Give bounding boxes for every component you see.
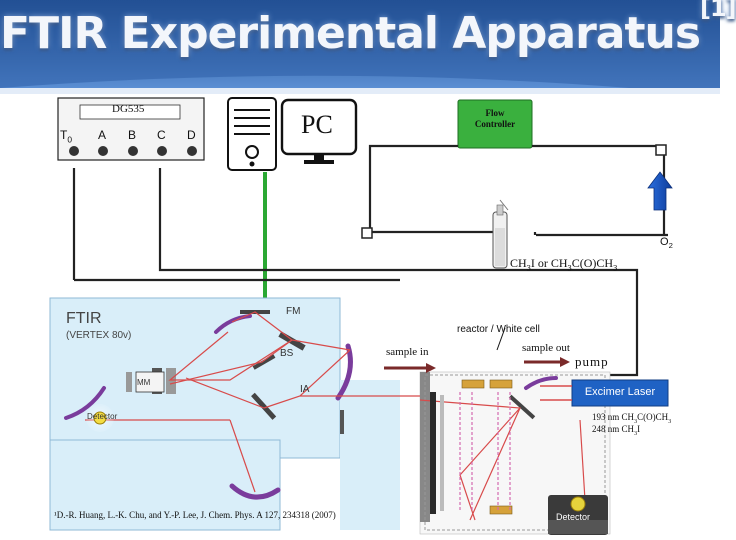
page-title: FTIR Experimental Apparatus[1] [0,0,736,59]
pc-label: PC [301,110,333,139]
computer-tower [227,97,277,171]
sample-out-label: sample out [522,342,570,354]
flow-controller-box [457,99,533,149]
dg535-model: DG535 [112,103,145,115]
o2-label: O2 [660,236,673,251]
ftir-name: FTIR [66,310,102,327]
channel-a: A [98,128,107,142]
excimer-laser-box [571,379,669,407]
monitor [280,98,358,164]
mm-label: MM [137,378,151,387]
laser-line-2: 248 nm CH3I [592,424,641,437]
reagent-vial [492,199,509,269]
ftir-model: (VERTEX 80v) [66,330,132,341]
pump-label: pump [575,354,609,369]
channel-c: C [157,128,166,142]
ia-label: IA [300,384,310,395]
reference-text: ¹D.-R. Huang, L.-K. Chu, and Y.-P. Lee, … [54,510,336,520]
channel-b: B [128,128,137,142]
channel-d: D [187,128,196,142]
reagent-label: CH3I or CH3C(O)CH3 [510,256,618,273]
fm-label: FM [286,306,301,317]
laser-line-1: 193 nm CH3C(O)CH3 [592,412,672,425]
detector-label-1: Detector [87,412,118,421]
dg535-box [57,97,205,161]
o2-arrow [647,171,673,211]
apparatus-diagram [0,0,720,535]
detector-label-2: Detector [556,512,591,522]
moving-mirror [126,371,165,393]
detector-2 [548,495,608,535]
detector-1 [86,404,114,432]
sample-in-label: sample in [386,346,429,358]
bs-label: BS [280,348,294,359]
channel-t0: T0 [60,128,73,145]
ir-beam [85,311,586,521]
reactor-label: reactor / White cell [457,324,540,335]
cell-mirrors [430,379,513,515]
excimer-laser-label: Excimer Laser [584,386,656,398]
